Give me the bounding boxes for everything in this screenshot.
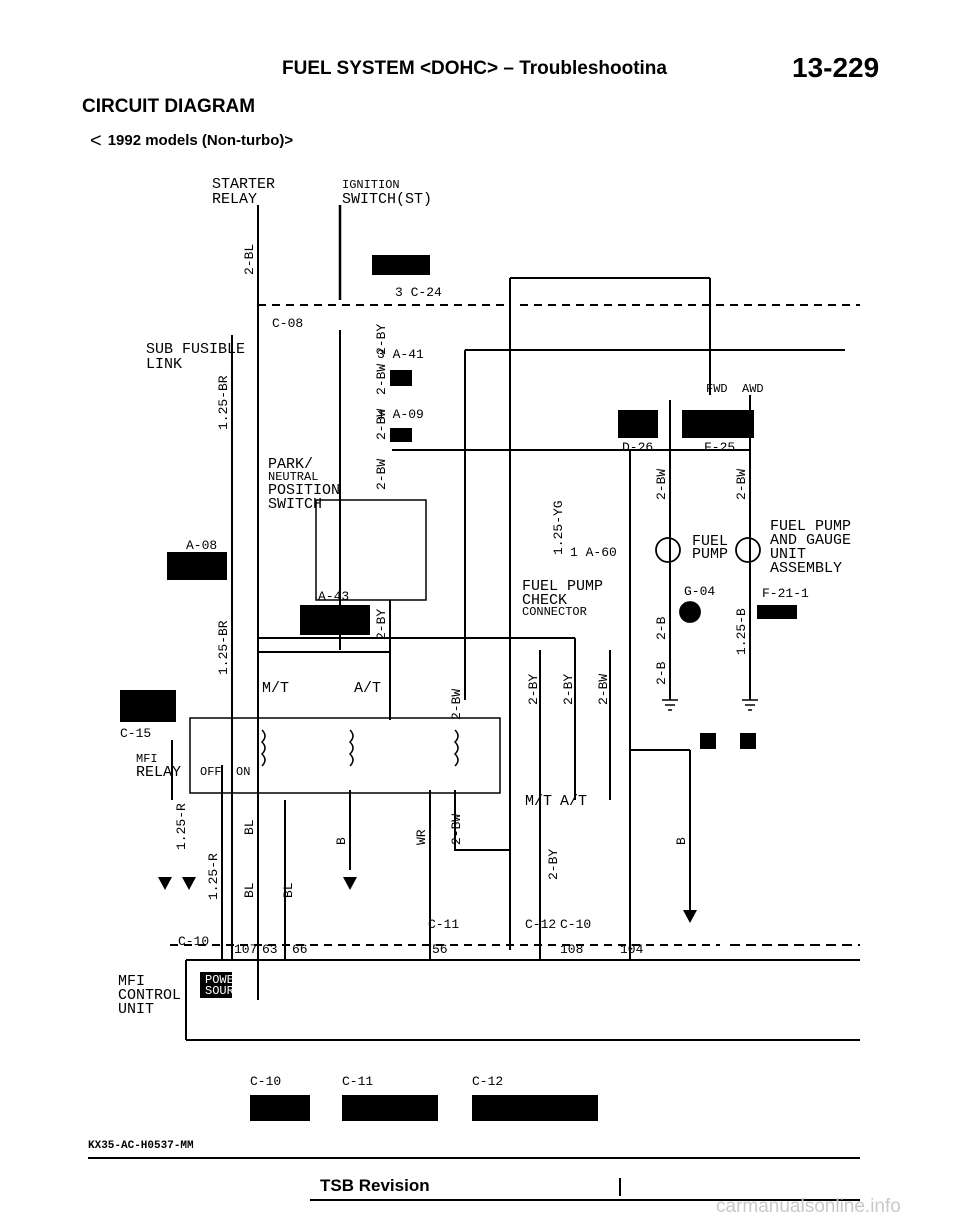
- label-awd: AWD: [742, 382, 764, 396]
- wire-label-b: B: [334, 837, 349, 845]
- label-fwd: FWD: [706, 382, 728, 396]
- wire-label-2by-5: 2-BY: [546, 849, 561, 880]
- svg-text:POSITION: POSITION: [268, 482, 340, 499]
- label-power-source: POWER: [205, 973, 241, 987]
- label-ignition-switch: IGNITION: [342, 178, 400, 192]
- wire-label-2b: 2-B: [654, 616, 669, 640]
- pin-104: 104: [620, 942, 644, 957]
- label-a08: A-08: [186, 538, 217, 553]
- label-mfi-control-unit: MFI: [118, 973, 145, 990]
- label-c24: 3 C-24: [395, 285, 442, 300]
- marker-a: [158, 877, 172, 890]
- wire-label-125br: 1.25-BR: [216, 375, 231, 430]
- label-fuel-pump-gauge: FUEL PUMP: [770, 518, 851, 535]
- label-c08: C-08: [272, 316, 303, 331]
- wire-label-2bw: 2-BW: [374, 364, 389, 395]
- label-sub-fusible: SUB FUSIBLE: [146, 341, 245, 358]
- label-a41: 3 A-41: [377, 347, 424, 362]
- label-starter-relay: STARTER: [212, 176, 275, 193]
- wire-label-2bw-5: 2-BW: [596, 674, 611, 705]
- wire-label-125br-2: 1.25-BR: [216, 620, 231, 675]
- wire-label-2bw-6: 2-BW: [654, 469, 669, 500]
- svg-text:PUMP: PUMP: [692, 546, 728, 563]
- wire-label-125r: 1.25-R: [174, 803, 189, 850]
- wire-label-2by-4: 2-BY: [561, 674, 576, 705]
- tsb-revision: TSB Revision: [320, 1176, 430, 1195]
- svg-text:SOURCE: SOURCE: [205, 984, 248, 998]
- label-c10: C-10: [178, 934, 209, 949]
- document-code: KX35-AC-H0537-MM: [88, 1140, 194, 1152]
- svg-text:NEUTRAL: NEUTRAL: [268, 470, 318, 484]
- svg-text:LINK: LINK: [146, 356, 182, 373]
- svg-text:SWITCH: SWITCH: [268, 496, 322, 513]
- svg-text:AND GAUGE: AND GAUGE: [770, 532, 851, 549]
- label-c10-bottom: C-10: [250, 1074, 281, 1089]
- watermark: carmanualsonline.info: [716, 1196, 901, 1217]
- label-c10-2: C-10: [560, 917, 591, 932]
- label-off: OFF: [200, 765, 222, 779]
- pin-63: 63: [262, 942, 278, 957]
- label-a60: 1 A-60: [570, 545, 617, 560]
- wire-label-wr: WR: [414, 829, 429, 845]
- wire-label-125r-2: 1.25-R: [206, 853, 221, 900]
- page-number: 13-229: [792, 52, 880, 83]
- pin-108: 108: [560, 942, 583, 957]
- wire-label-2bw-2: 2-BW: [374, 409, 389, 440]
- label-mfi-relay: MFI: [136, 752, 158, 766]
- wire-label-125yg: 1.25-YG: [551, 500, 566, 555]
- svg-text:UNIT: UNIT: [770, 546, 806, 563]
- svg-text:SWITCH(ST): SWITCH(ST): [342, 191, 432, 208]
- label-park-neutral: PARK/: [268, 456, 313, 473]
- svg-text:UNIT: UNIT: [118, 1001, 154, 1018]
- wire-label-2bw-4: 2-BW: [449, 689, 464, 720]
- label-d26: D-26: [622, 440, 653, 455]
- label-fuel-pump: FUEL: [692, 533, 728, 550]
- svg-text:RELAY: RELAY: [212, 191, 257, 208]
- wire-label-125b: 1.25-B: [734, 608, 749, 655]
- label-f211: F-21-1: [762, 586, 809, 601]
- label-c11: C-11: [428, 917, 459, 932]
- svg-text:ASSEMBLY: ASSEMBLY: [770, 560, 842, 577]
- svg-text:CONNECTOR: CONNECTOR: [522, 605, 587, 619]
- label-on: ON: [236, 765, 250, 779]
- pin-107: 107: [234, 942, 257, 957]
- wire-label-b-2: B: [674, 837, 689, 845]
- wire-label-2bw-3: 2-BW: [374, 459, 389, 490]
- label-a09: 1 A-09: [377, 407, 424, 422]
- pin-56: 56: [432, 942, 448, 957]
- section-subtitle: <1992 models (Non-turbo)>: [90, 130, 294, 152]
- label-f25: F-25: [704, 440, 735, 455]
- wire-label-2bw-8: 2-BW: [449, 814, 464, 845]
- wire-label-bl-2: BL: [242, 882, 257, 898]
- label-fuel-pump-check: FUEL PUMP: [522, 578, 603, 595]
- wire-label-2bl: 2-BL: [242, 244, 257, 275]
- wire-label-2bw-7: 2-BW: [734, 469, 749, 500]
- section-title: CIRCUIT DIAGRAM: [82, 96, 256, 117]
- wire-label-bl-3: BL: [281, 882, 296, 898]
- label-mt-2: M/T: [525, 793, 552, 810]
- svg-text:CONTROL: CONTROL: [118, 987, 181, 1004]
- label-c12: C-12: [525, 917, 556, 932]
- pin-66: 66: [292, 942, 308, 957]
- wire-label-2b-2: 2-B: [654, 661, 669, 685]
- label-mt: M/T: [262, 680, 289, 697]
- label-g04: G-04: [684, 584, 715, 599]
- wire-label-bl: BL: [242, 819, 257, 835]
- page-header-title: FUEL SYSTEM <DOHC> – Troubleshootina: [282, 58, 667, 79]
- connector-c24: [372, 255, 430, 275]
- svg-text:RELAY: RELAY: [136, 764, 181, 781]
- wire-label-2by-3: 2-BY: [526, 674, 541, 705]
- wire-label-2by-2: 2-BY: [374, 609, 389, 640]
- label-at-2: A/T: [560, 793, 587, 810]
- label-c11-bottom: C-11: [342, 1074, 373, 1089]
- label-c12-bottom: C-12: [472, 1074, 503, 1089]
- wire-label-2by: 2-BY: [374, 324, 389, 355]
- svg-text:CHECK: CHECK: [522, 592, 567, 609]
- label-at: A/T: [354, 680, 381, 697]
- label-c15: C-15: [120, 726, 151, 741]
- label-a43: A-43: [318, 589, 349, 604]
